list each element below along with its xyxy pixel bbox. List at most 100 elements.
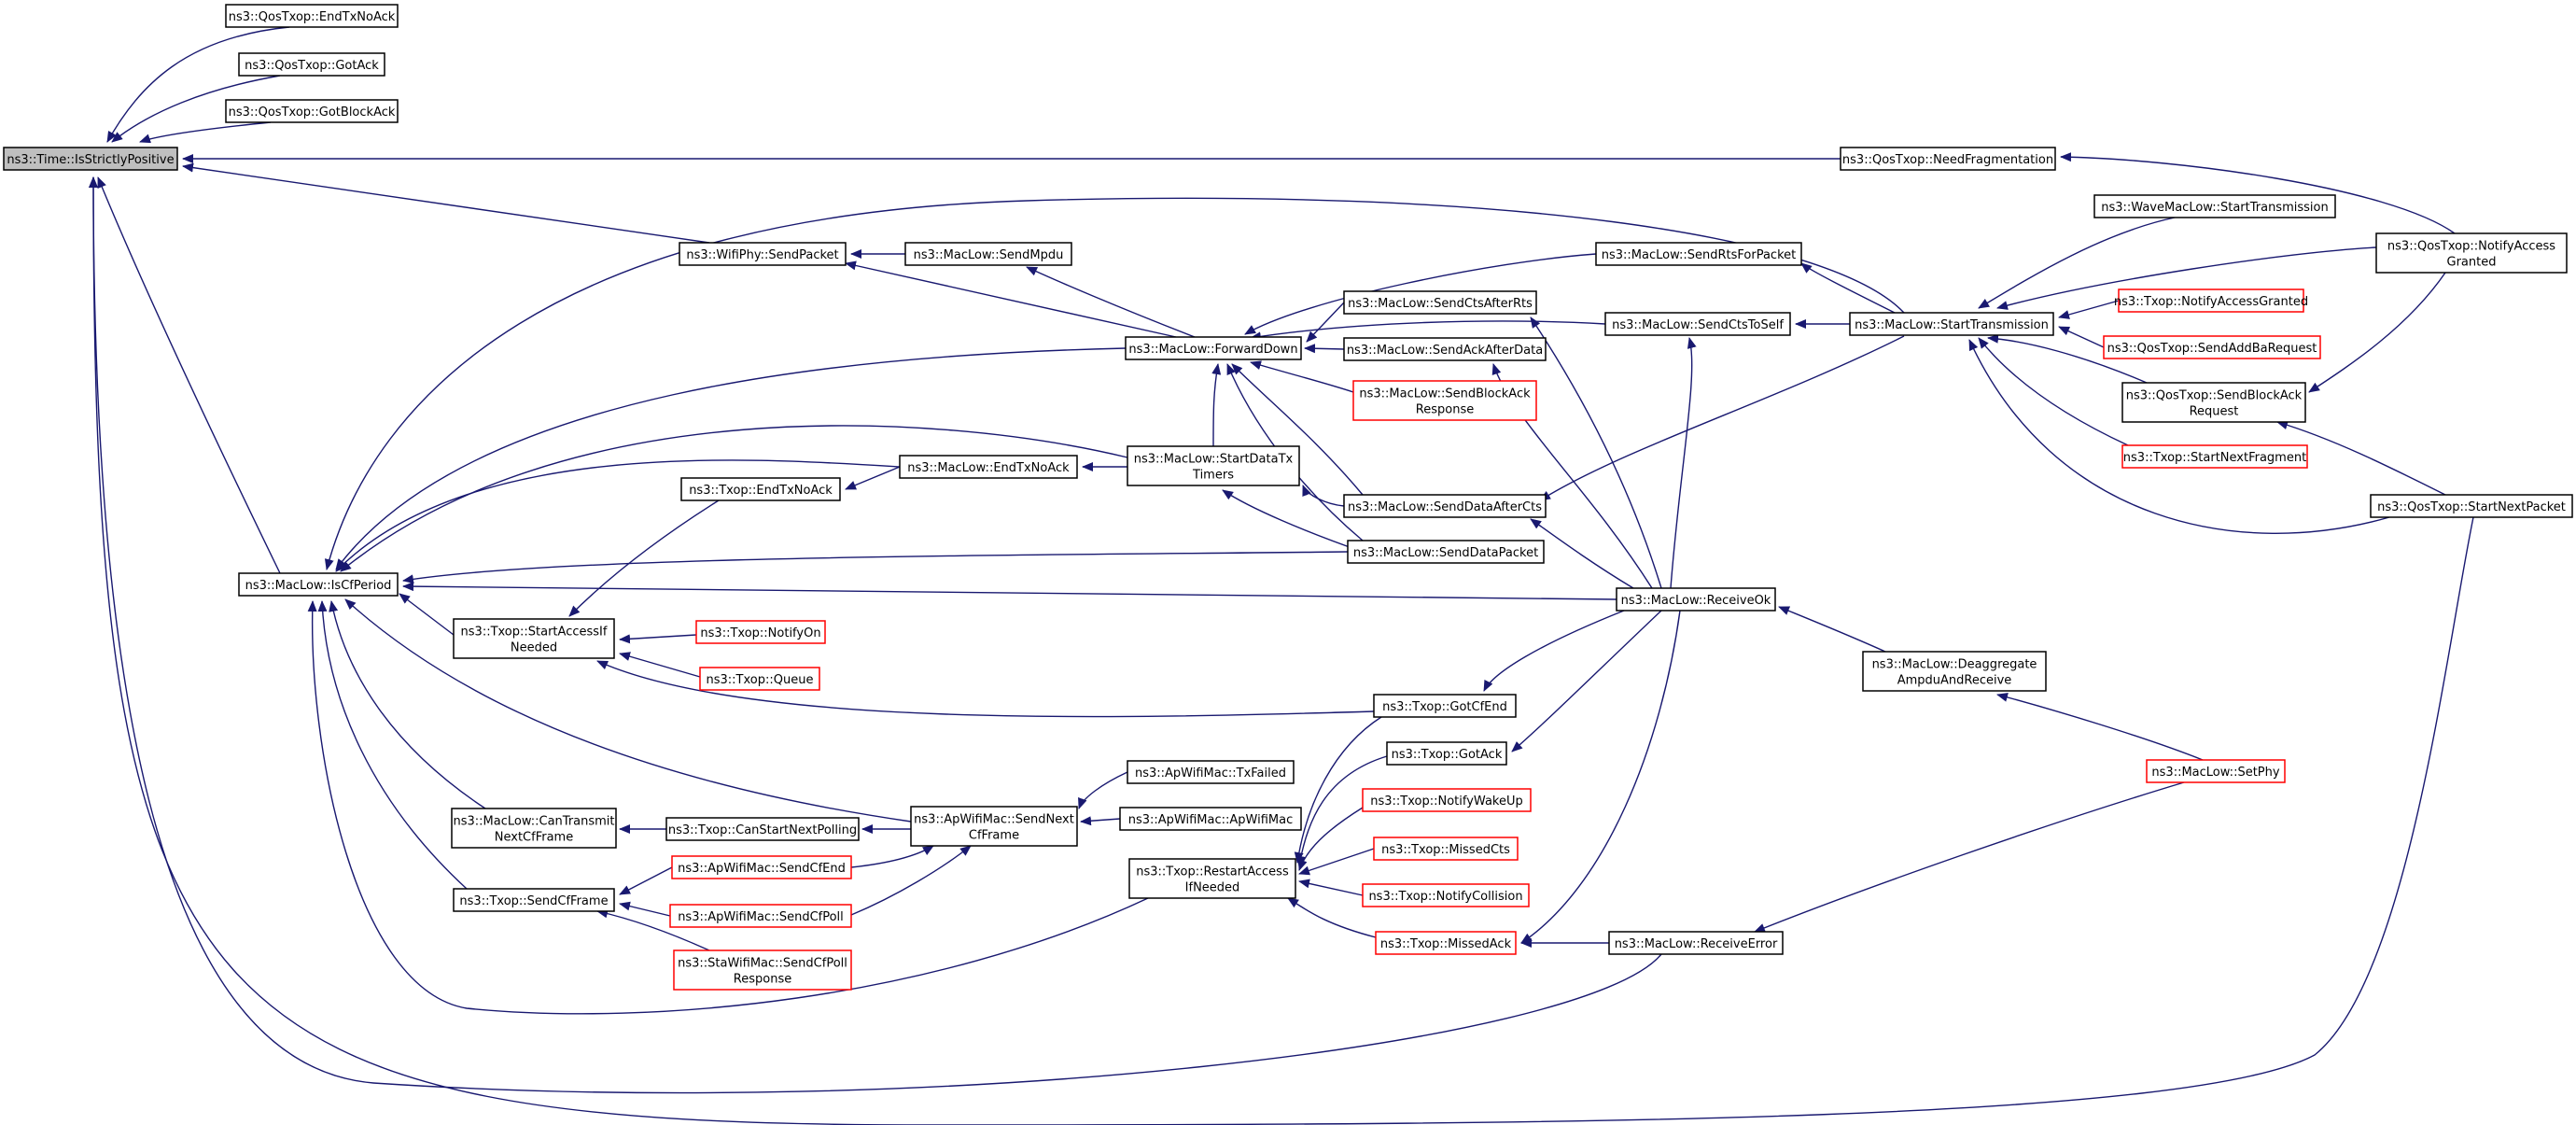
node-box <box>2093 194 2336 218</box>
graph-node-n36[interactable]: ns3::Txop::NotifyWakeUp <box>1362 788 1532 812</box>
node-box <box>1343 290 1537 315</box>
graph-node-n25[interactable]: ns3::MacLow::SendDataPacket <box>1347 540 1545 564</box>
node-label: ns3::QosTxop::SendBlockAck <box>2126 389 2303 403</box>
edge-n28-to-n26 <box>399 593 455 636</box>
edge-n32-to-n43 <box>1294 716 1382 864</box>
graph-node-n8[interactable]: ns3::MacLow::SendMpdu <box>904 242 1072 266</box>
graph-node-n26[interactable]: ns3::MacLow::IsCfPeriod <box>238 572 399 597</box>
node-box <box>1849 312 2054 336</box>
graph-node-n34[interactable]: ns3::ApWifiMac::TxFailed <box>1127 760 1295 784</box>
graph-node-n24[interactable]: ns3::QosTxop::StartNextPacket <box>2370 494 2573 518</box>
edge-n21-to-n26 <box>340 425 1128 572</box>
edge-n30-to-n27 <box>1778 606 1886 653</box>
edge-n19-to-n13 <box>1978 337 2129 446</box>
node-label: ns3::MacLow::SendMpdu <box>914 248 1064 262</box>
graph-node-n31[interactable]: ns3::Txop::Queue <box>699 667 820 691</box>
graph-node-n41[interactable]: ns3::ApWifiMac::SendCfEnd <box>671 855 852 879</box>
edge-n33-to-n43 <box>1295 755 1388 867</box>
node-label: ns3::Txop::MissedCts <box>1381 843 1510 857</box>
graph-node-n15[interactable]: ns3::QosTxop::SendAddBaRequest <box>2103 335 2321 359</box>
graph-node-n46[interactable]: ns3::Txop::NotifyCollision <box>1362 883 1530 907</box>
node-box <box>1125 336 1302 360</box>
graph-node-n22[interactable]: ns3::Txop::EndTxNoAck <box>680 477 841 501</box>
node-label: AmpduAndReceive <box>1897 674 2012 688</box>
graph-node-n20[interactable]: ns3::MacLow::EndTxNoAck <box>899 455 1078 479</box>
graph-node-n48[interactable]: ns3::MacLow::ReceiveError <box>1608 931 1784 955</box>
graph-node-n19[interactable]: ns3::Txop::StartNextFragment <box>2121 444 2308 469</box>
graph-node-n10[interactable]: ns3::MacLow::ForwardDown <box>1125 336 1302 360</box>
node-label: ns3::Txop::StartAccessIf <box>461 626 608 640</box>
node-label: ns3::Txop::CanStartNextPolling <box>668 823 857 837</box>
node-box <box>665 817 860 841</box>
edge-n27-to-n47 <box>1520 610 1681 944</box>
node-label: ns3::StaWifiMac::SendCfPoll <box>678 957 847 971</box>
edge-n45-to-n39 <box>850 845 972 916</box>
edge-n44-to-n26 <box>317 600 468 890</box>
graph-node-n47[interactable]: ns3::Txop::MissedAck <box>1375 931 1517 955</box>
graph-node-n27[interactable]: ns3::MacLow::ReceiveOk <box>1616 587 1776 612</box>
graph-node-n0[interactable]: ns3::Time::IsStrictlyPositive <box>3 147 178 171</box>
graph-node-n3[interactable]: ns3::QosTxop::GotBlockAck <box>225 99 399 123</box>
node-box <box>1352 380 1537 421</box>
graph-node-n38[interactable]: ns3::Txop::CanStartNextPolling <box>665 817 860 841</box>
graph-node-n42[interactable]: ns3::Txop::MissedCts <box>1373 837 1519 861</box>
node-label: Needed <box>511 641 557 655</box>
node-label: ns3::Txop::SendCfFrame <box>459 894 608 908</box>
graph-node-n11[interactable]: ns3::MacLow::SendCtsAfterRts <box>1343 290 1537 315</box>
graph-node-n32[interactable]: ns3::Txop::GotCfEnd <box>1373 694 1517 718</box>
graph-node-n45[interactable]: ns3::ApWifiMac::SendCfPoll <box>669 904 852 928</box>
node-label: ns3::MacLow::ForwardDown <box>1128 343 1297 357</box>
graph-node-n13[interactable]: ns3::MacLow::StartTransmission <box>1849 312 2054 336</box>
graph-node-n1[interactable]: ns3::QosTxop::EndTxNoAck <box>225 4 399 28</box>
node-label: ns3::MacLow::SendCtsAfterRts <box>1348 297 1533 311</box>
node-box <box>679 242 847 266</box>
node-box <box>1343 337 1547 361</box>
edge-n15-to-n13 <box>2058 326 2105 348</box>
node-box <box>225 4 399 28</box>
graph-node-n9[interactable]: ns3::MacLow::SendRtsForPacket <box>1595 242 1802 266</box>
graph-node-n12[interactable]: ns3::MacLow::SendCtsToSelf <box>1604 312 1791 336</box>
graph-node-n23[interactable]: ns3::MacLow::SendDataAfterCts <box>1343 494 1547 518</box>
graph-node-n14[interactable]: ns3::Txop::NotifyAccessGranted <box>2114 288 2308 313</box>
node-label: Timers <box>1192 469 1234 483</box>
edge-n17-to-n13 <box>1987 333 2148 384</box>
node-box <box>453 888 615 912</box>
node-box <box>1862 651 2047 692</box>
graph-node-n29[interactable]: ns3::Txop::NotifyOn <box>695 620 826 644</box>
node-label: Response <box>1416 403 1474 417</box>
node-box <box>1343 494 1547 518</box>
node-box <box>1595 242 1802 266</box>
edge-n27-to-n26 <box>402 582 1617 600</box>
graph-node-n44[interactable]: ns3::Txop::SendCfFrame <box>453 888 615 912</box>
graph-node-n16[interactable]: ns3::MacLow::SendAckAfterData <box>1343 337 1547 361</box>
graph-node-n7[interactable]: ns3::WifiPhy::SendPacket <box>679 242 847 266</box>
node-box <box>238 572 399 597</box>
graph-node-n33[interactable]: ns3::Txop::GotAck <box>1386 741 1507 766</box>
node-box <box>238 52 385 77</box>
graph-node-n2[interactable]: ns3::QosTxop::GotAck <box>238 52 385 77</box>
graph-node-n6[interactable]: ns3::WaveMacLow::StartTransmission <box>2093 194 2336 218</box>
graph-node-n5[interactable]: ns3::QosTxop::NotifyAccessGranted <box>2375 232 2568 274</box>
graph-node-n40[interactable]: ns3::ApWifiMac::ApWifiMac <box>1119 807 1302 831</box>
node-label: ns3::QosTxop::SendAddBaRequest <box>2107 342 2317 356</box>
graph-node-n4[interactable]: ns3::QosTxop::NeedFragmentation <box>1840 147 2056 171</box>
edge-n25-to-n21 <box>1222 489 1364 553</box>
edge-n27-to-n12 <box>1670 337 1697 589</box>
edge-n23-to-n10 <box>1231 363 1364 496</box>
node-box <box>2146 759 2286 783</box>
node-label: ns3::Txop::NotifyWakeUp <box>1370 795 1523 809</box>
node-label: ns3::MacLow::SendAckAfterData <box>1347 344 1543 358</box>
node-label: ns3::QosTxop::GotBlockAck <box>229 105 396 120</box>
node-box <box>2121 382 2306 423</box>
graph-node-n35[interactable]: ns3::MacLow::SetPhy <box>2146 759 2286 783</box>
